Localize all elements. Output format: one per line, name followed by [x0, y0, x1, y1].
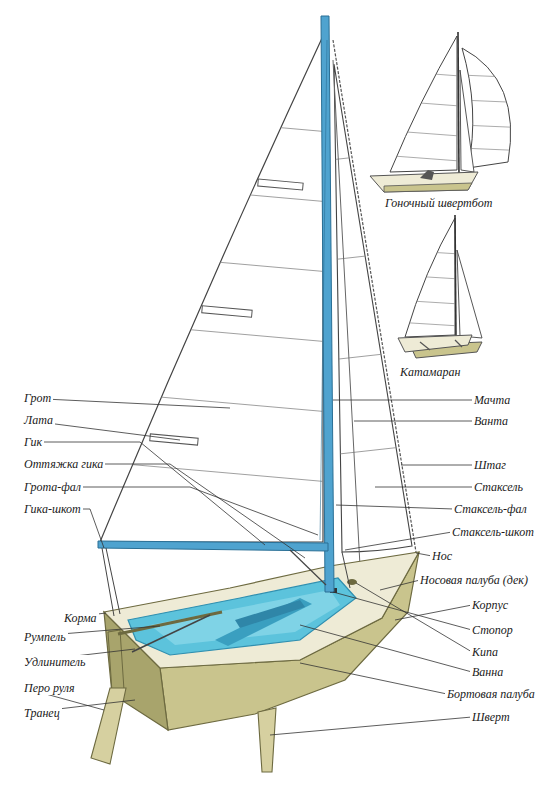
catamaran-mast	[455, 215, 456, 340]
sail-seam	[80, 460, 330, 482]
mast	[321, 16, 334, 592]
sail-seam	[380, 70, 460, 76]
sail-seam	[330, 445, 420, 455]
dinghy-hull-side	[384, 183, 472, 192]
part-label: Нос	[430, 549, 454, 563]
cockpit	[128, 578, 356, 655]
sail-seam	[395, 300, 460, 304]
catamaran-hull	[398, 335, 472, 352]
sail-seam	[380, 100, 460, 106]
sail-seam	[330, 150, 420, 160]
leader-line	[24, 398, 230, 408]
sail-seam	[80, 250, 330, 272]
part-label: Грот	[22, 391, 53, 405]
jib-sail	[334, 64, 412, 552]
shroud	[333, 60, 360, 566]
part-label: Стаксель	[472, 480, 525, 494]
part-label: Мачта	[472, 393, 512, 407]
sail-seam	[460, 75, 530, 78]
boat-type-label: Катамаран	[398, 365, 462, 379]
leader-line	[270, 717, 472, 735]
dinghy-mainsail	[390, 36, 457, 172]
batten-pocket	[202, 306, 252, 318]
thwart	[215, 598, 312, 646]
tiller	[118, 612, 222, 634]
sail-seam	[395, 250, 460, 254]
part-label: Оттяжка гика	[22, 457, 105, 471]
rudder-stock	[108, 630, 124, 692]
dinghy-mast	[458, 32, 459, 178]
part-label: Кипа	[470, 645, 500, 659]
sail-seam	[330, 350, 420, 360]
part-label: Стаксель-фал	[452, 502, 529, 516]
sail-seam	[395, 322, 460, 326]
tiller-extension	[132, 615, 210, 652]
sail-seam	[395, 275, 460, 279]
part-label: Транец	[22, 706, 62, 720]
boat-type-label: Гоночный швертбот	[383, 196, 494, 210]
sail-seam	[80, 110, 330, 132]
catamaran-jib	[457, 250, 482, 338]
part-label: Стаксель-шкот	[450, 525, 536, 539]
rudder-blade	[91, 688, 126, 764]
leader-line	[345, 532, 452, 550]
sail-seam	[80, 320, 330, 342]
part-label: Штаг	[472, 458, 508, 472]
part-label: Перо руля	[22, 681, 77, 695]
sail-seam	[380, 130, 460, 136]
part-label: Румпель	[22, 630, 68, 644]
part-label: Шверт	[470, 710, 512, 724]
sail-seam	[460, 125, 530, 128]
catamaran-beam	[420, 342, 430, 350]
leader-line	[375, 487, 474, 488]
cockpit-floor	[150, 590, 340, 645]
main-halyard	[320, 40, 327, 540]
dinghy-crew	[420, 170, 434, 180]
mainsail	[100, 36, 323, 542]
part-label: Корпус	[470, 598, 510, 612]
leader-line	[300, 625, 472, 672]
part-label: Носовая палуба (дек)	[418, 573, 530, 587]
dinghy-jib	[460, 70, 474, 172]
leader-line	[356, 583, 472, 652]
centreboard-case	[235, 600, 305, 628]
sail-seam	[80, 390, 330, 412]
mainsheet	[106, 548, 120, 614]
sail-seam	[460, 100, 530, 103]
part-label: Стопор	[470, 623, 515, 637]
sail-seam	[380, 155, 460, 161]
part-label: Грота-фал	[22, 480, 83, 494]
part-label: Лата	[22, 413, 55, 427]
part-label: Удлинитель	[22, 655, 88, 669]
jib-sheet	[342, 552, 350, 588]
catamaran-beam	[455, 340, 462, 347]
boom	[98, 541, 328, 551]
part-label: Корма	[62, 611, 99, 625]
part-label: Бортовая палуба	[445, 687, 537, 701]
part-label: Гик	[22, 435, 44, 449]
leader-line	[380, 580, 420, 590]
leader-line	[336, 505, 454, 509]
part-label: Ванта	[472, 414, 510, 428]
leader-line	[333, 400, 474, 401]
leader-line	[300, 663, 447, 694]
batten-pocket	[258, 179, 303, 190]
sail-seam	[80, 180, 330, 202]
centreboard	[258, 708, 276, 772]
boom-vang	[290, 550, 326, 585]
part-label: Гика-шкот	[22, 502, 83, 516]
deck	[104, 552, 419, 668]
leader-line	[354, 421, 474, 422]
part-label: Ванна	[470, 665, 505, 679]
leader-line	[401, 465, 474, 466]
